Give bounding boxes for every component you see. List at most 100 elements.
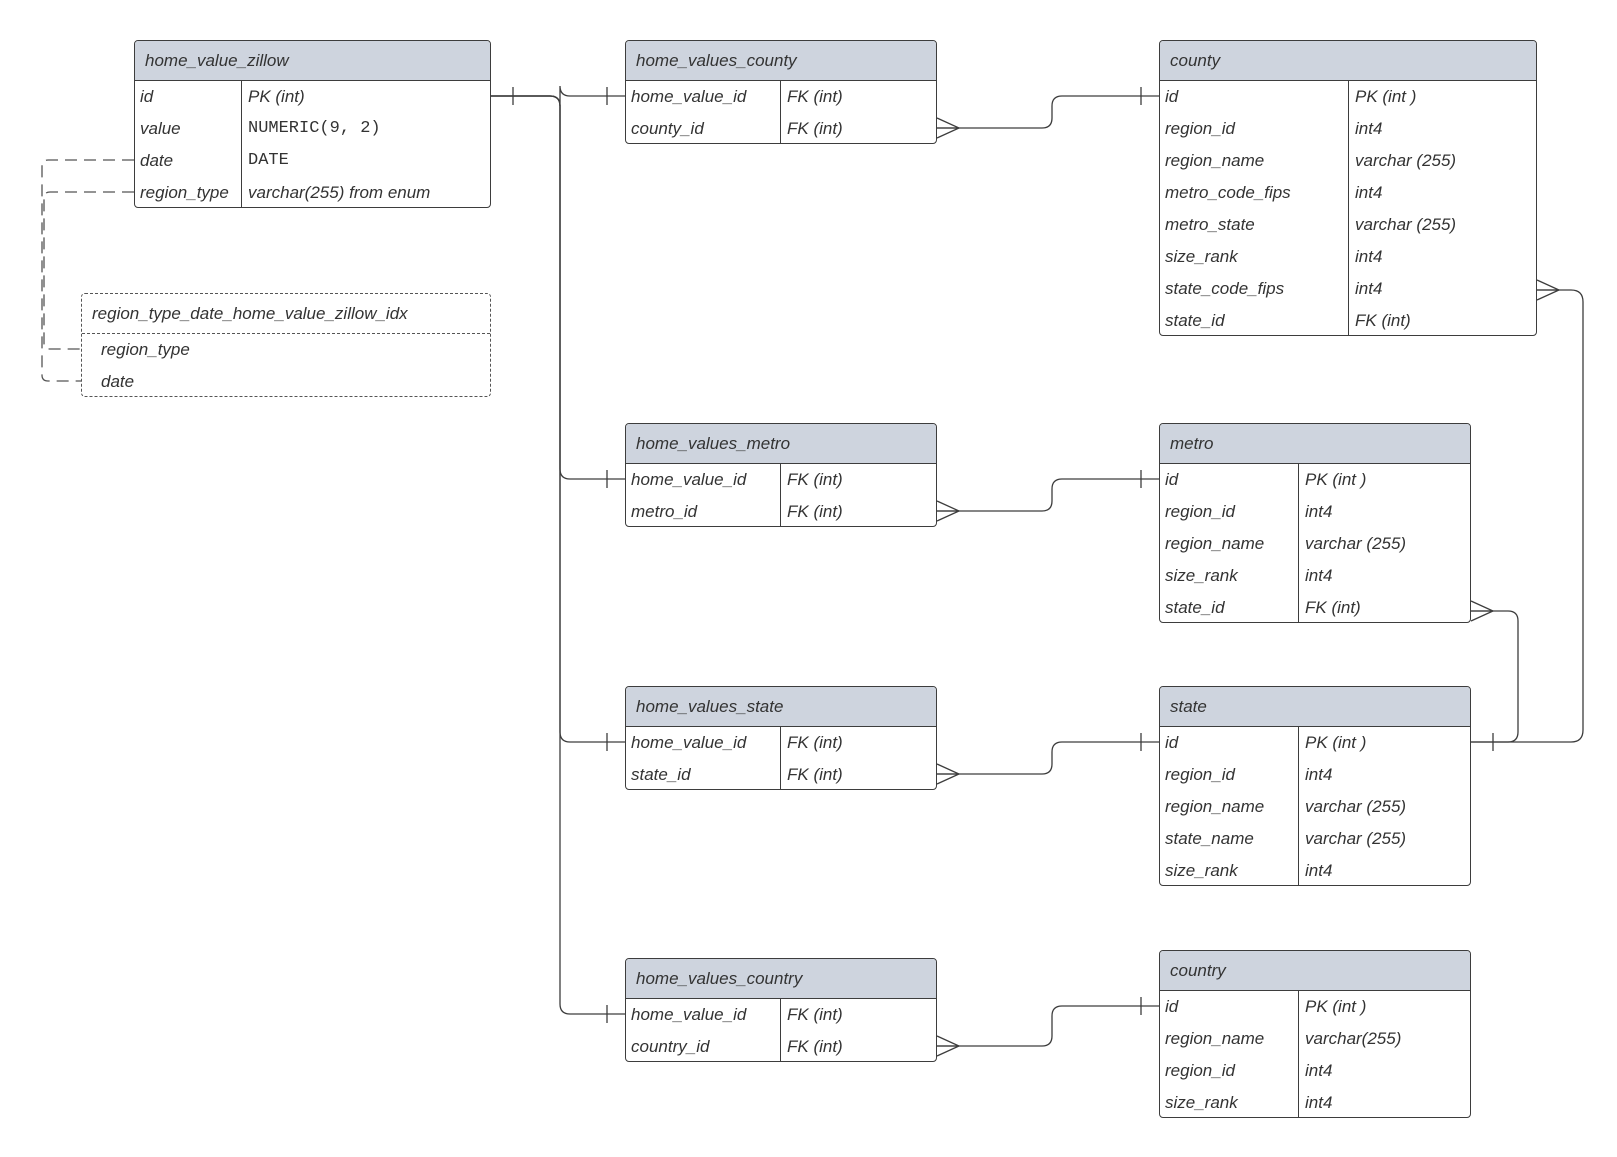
column-type: PK (int) bbox=[248, 87, 305, 106]
column-name: id bbox=[1160, 464, 1299, 496]
link-metro-to-state bbox=[1471, 610, 1519, 743]
column-name: metro_state bbox=[1160, 209, 1349, 241]
column-name: home_value_id bbox=[626, 81, 781, 113]
many-marker bbox=[936, 117, 961, 139]
many-marker bbox=[936, 500, 961, 522]
column-name: region_id bbox=[1160, 496, 1299, 528]
link-zillow-to-home-values-state bbox=[491, 95, 625, 743]
table-row: region_type bbox=[82, 334, 490, 366]
table-row: region_name varchar (255) bbox=[1160, 791, 1470, 823]
column-name: size_rank bbox=[1160, 1087, 1299, 1117]
column-name: id bbox=[1160, 727, 1299, 759]
column-type: int4 bbox=[1305, 566, 1333, 585]
column-type: int4 bbox=[1305, 1061, 1333, 1080]
many-marker bbox=[936, 1035, 961, 1057]
link-county-to-state bbox=[1471, 289, 1584, 743]
column-type: FK (int) bbox=[787, 1005, 843, 1024]
column-name: id bbox=[135, 81, 242, 113]
column-name: date bbox=[101, 372, 135, 391]
index-link-region-type bbox=[43, 191, 134, 350]
link-home-values-metro-to-metro bbox=[937, 478, 1159, 512]
column-name: county_id bbox=[626, 113, 781, 143]
table-row: region_id int4 bbox=[1160, 496, 1470, 528]
column-type: FK (int) bbox=[1355, 311, 1411, 330]
table-title: county bbox=[1160, 41, 1536, 81]
table-row: date bbox=[82, 366, 490, 396]
column-name: region_id bbox=[1160, 1055, 1299, 1087]
column-name: region_type bbox=[101, 340, 190, 359]
column-name: value bbox=[135, 113, 242, 145]
column-name: region_name bbox=[1160, 1023, 1299, 1055]
column-name: region_id bbox=[1160, 759, 1299, 791]
column-type: FK (int) bbox=[787, 119, 843, 138]
column-type: varchar (255) bbox=[1355, 215, 1457, 234]
table-row: home_value_id FK (int) bbox=[626, 81, 936, 113]
column-name: state_id bbox=[626, 759, 781, 789]
table-title: country bbox=[1160, 951, 1470, 991]
table-row: state_id FK (int) bbox=[1160, 592, 1470, 622]
column-type: int4 bbox=[1305, 502, 1333, 521]
column-type: DATE bbox=[248, 151, 289, 170]
column-name: id bbox=[1160, 991, 1299, 1023]
column-name: home_value_id bbox=[626, 464, 781, 496]
table-row: id PK (int) bbox=[135, 81, 490, 113]
column-type: int4 bbox=[1355, 247, 1383, 266]
table-row: id PK (int ) bbox=[1160, 727, 1470, 759]
column-type: PK (int ) bbox=[1305, 733, 1367, 752]
column-name: size_rank bbox=[1160, 241, 1349, 273]
table-title: region_type_date_home_value_zillow_idx bbox=[82, 294, 490, 334]
table-row: region_id int4 bbox=[1160, 113, 1536, 145]
column-name: region_name bbox=[1160, 528, 1299, 560]
column-type: varchar (255) bbox=[1355, 151, 1457, 170]
table-row: size_rank int4 bbox=[1160, 1087, 1470, 1117]
table-row: size_rank int4 bbox=[1160, 241, 1536, 273]
table-title: home_values_county bbox=[626, 41, 936, 81]
column-type: varchar(255) from enum bbox=[248, 183, 431, 202]
column-name: region_id bbox=[1160, 113, 1349, 145]
column-name: state_id bbox=[1160, 592, 1299, 622]
table-title: home_values_state bbox=[626, 687, 936, 727]
table-row: region_name varchar(255) bbox=[1160, 1023, 1470, 1055]
table-title: home_values_country bbox=[626, 959, 936, 999]
column-type: varchar (255) bbox=[1305, 797, 1407, 816]
column-name: state_name bbox=[1160, 823, 1299, 855]
link-zillow-to-home-values-country bbox=[491, 95, 625, 1015]
column-name: region_type bbox=[135, 177, 242, 207]
table-row: region_name varchar (255) bbox=[1160, 145, 1536, 177]
many-marker bbox=[936, 763, 961, 785]
column-name: state_id bbox=[1160, 305, 1349, 335]
table-row: size_rank int4 bbox=[1160, 560, 1470, 592]
column-type: int4 bbox=[1305, 1093, 1333, 1112]
column-type: varchar(255) bbox=[1305, 1029, 1402, 1048]
column-type: int4 bbox=[1355, 119, 1383, 138]
column-type: int4 bbox=[1355, 183, 1383, 202]
column-type: FK (int) bbox=[787, 87, 843, 106]
column-name: region_name bbox=[1160, 145, 1349, 177]
column-type: int4 bbox=[1355, 279, 1383, 298]
column-name: size_rank bbox=[1160, 560, 1299, 592]
column-name: region_name bbox=[1160, 791, 1299, 823]
column-type: FK (int) bbox=[1305, 598, 1361, 617]
